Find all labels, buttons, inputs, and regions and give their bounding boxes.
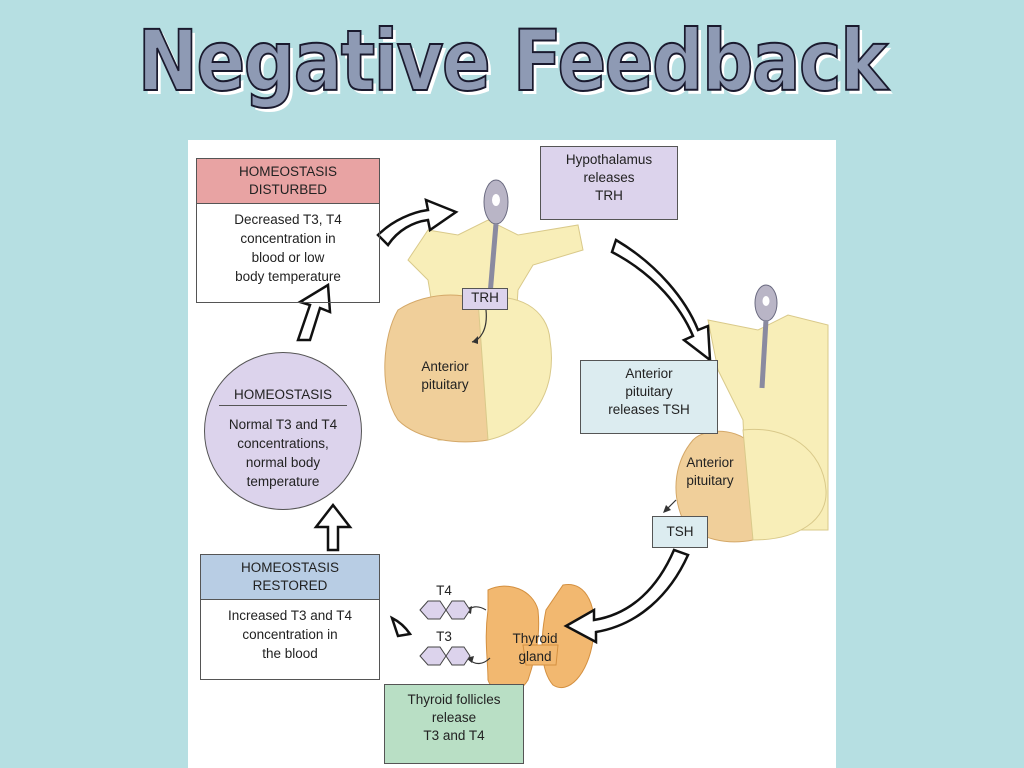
homeostasis-disturbed-box: HOMEOSTASIS DISTURBED Decreased T3, T4 c…: [196, 158, 380, 303]
arrow-molecules-to-restored: [389, 615, 413, 638]
arrow-hypothalamus-to-pituitary: [610, 238, 712, 363]
cycle-arrows: [296, 197, 712, 645]
slide-title: Negative Feedback: [137, 11, 889, 111]
hypothalamus-pituitary-illustration-right: [663, 284, 829, 543]
hypothalamus-releases-trh-box: Hypothalamus releases TRH: [540, 146, 678, 220]
homeostasis-disturbed-header: HOMEOSTASIS DISTURBED: [197, 159, 379, 204]
t3-label: T3: [436, 629, 452, 644]
tsh-label: TSH: [652, 516, 708, 548]
homeostasis-text: Normal T3 and T4 concentrations, normal …: [228, 417, 338, 489]
homeostasis-restored-header: HOMEOSTASIS RESTORED: [201, 555, 379, 600]
diagram-graphics: [296, 179, 829, 694]
thyroid-follicles-release-box: Thyroid follicles release T3 and T4: [384, 684, 524, 764]
arrow-tsh-to-thyroid: [563, 548, 690, 645]
thyroid-illustration: [464, 584, 595, 694]
anterior-pituitary-label-top: Anterior pituitary: [421, 359, 469, 392]
t4-molecule: [419, 600, 471, 620]
trh-label: TRH: [462, 288, 508, 310]
homeostasis-header: HOMEOSTASIS: [219, 387, 347, 406]
diagram-panel: HOMEOSTASIS DISTURBED Decreased T3, T4 c…: [188, 140, 836, 768]
anterior-pituitary-releases-tsh-box: Anterior pituitary releases TSH: [580, 360, 718, 434]
homeostasis-circle: HOMEOSTASIS Normal T3 and T4 concentrati…: [204, 352, 362, 510]
hypothalamus-pituitary-illustration-top: [384, 179, 584, 443]
thyroid-gland-label: Thyroid gland: [512, 631, 558, 664]
t3-molecule: [419, 646, 471, 666]
homeostasis-restored-text: Increased T3 and T4 concentration in the…: [227, 608, 353, 661]
arrow-homeostasis-to-disturbed: [296, 282, 332, 342]
t4-label: T4: [436, 583, 452, 598]
arrow-to-hypothalamus: [376, 197, 459, 247]
homeostasis-restored-box: HOMEOSTASIS RESTORED Increased T3 and T4…: [200, 554, 380, 680]
homeostasis-disturbed-text: Decreased T3, T4 concentration in blood …: [234, 212, 342, 284]
anterior-pituitary-label-right: Anterior pituitary: [686, 455, 734, 488]
arrow-restored-to-homeostasis: [313, 502, 353, 552]
